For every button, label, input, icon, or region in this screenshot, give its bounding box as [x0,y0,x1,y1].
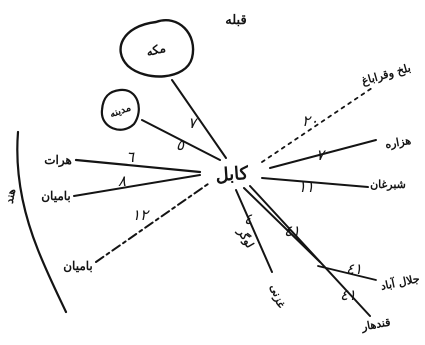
dist-left-middle-ray: ٨ [118,172,126,190]
dist-left-upper-ray: ٦ [126,148,135,166]
label-left-edge: هند [3,187,18,204]
label-right-middle: شبرغان [370,178,406,191]
ray-left-upper [76,160,200,172]
dist-right-middle-ray: ١١ [298,178,314,196]
label-bottom-center: غزنی [267,283,288,310]
label-right-top: بلخ وقراباغ [360,61,412,87]
dist-right-upper-ray: ٧ [316,146,327,164]
dist-small-circle-ray: ٥ [176,136,185,154]
dist-bottom-left-ray: ٤ [244,210,253,228]
ray-left-middle [74,175,200,196]
dist-left-lower-ray: ١٢ [132,206,150,224]
dist-bottom-right-mid: ٤١ [346,260,362,278]
label-top-circle: مکه [145,41,167,59]
label-small-circle: مدینه [108,103,132,121]
label-left-middle: باميان [41,189,71,203]
dist-bottom-right-ray: ٤١ [340,286,356,304]
ray-right-middle [262,178,368,187]
label-right-lower: جلال آباد [379,271,421,293]
qibla-word: قبله [225,13,246,28]
label-right-upper: هزاره [384,134,412,151]
label-bottom-right: قندهار [360,316,392,334]
center-word: کابل [215,163,250,186]
dist-right-top-ray: ٢٠ [302,112,318,130]
label-left-upper: هرات [44,153,72,168]
label-left-lower: بامیان [63,259,93,273]
ray-left-lower [96,184,208,262]
dist-bottom-center-ray: ٤١ [284,222,300,240]
